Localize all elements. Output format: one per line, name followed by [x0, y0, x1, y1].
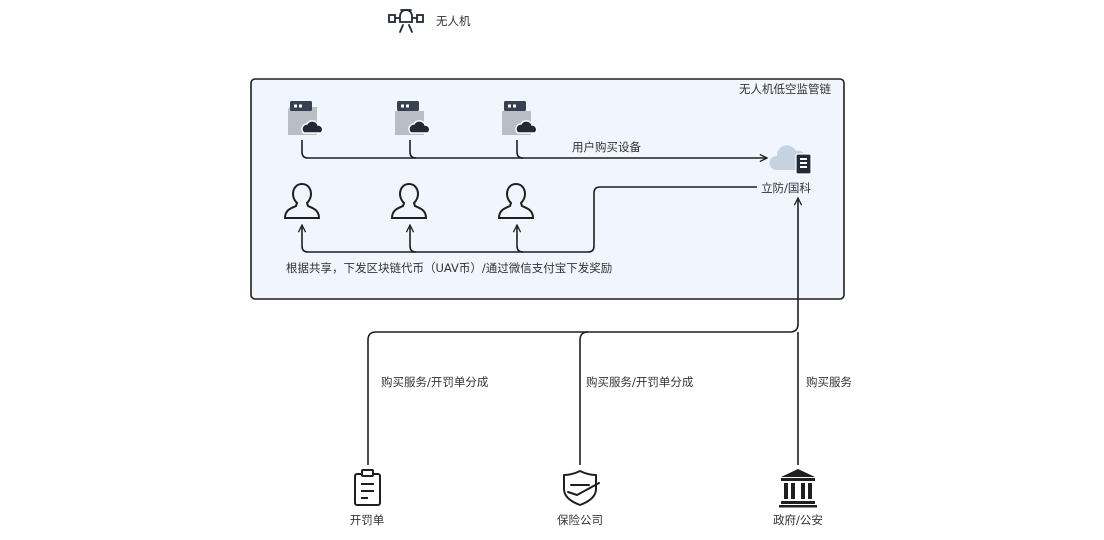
- insurance-shield-icon: [563, 470, 600, 506]
- reward-line-branch: [517, 225, 524, 253]
- service-line-insurance: [579, 331, 589, 465]
- insurance-label: 保险公司: [557, 513, 603, 527]
- drone-icon: [388, 9, 424, 33]
- user-icon: [497, 182, 535, 219]
- provider-label: 立防/国科: [761, 181, 811, 195]
- ticket-document-icon: [354, 469, 381, 506]
- device-cloud-icon: [288, 101, 324, 135]
- gov-label: 政府/公安: [773, 513, 823, 527]
- purchase-line-main: [301, 140, 767, 158]
- insurance-flow-label: 购买服务/开罚单分成: [586, 375, 694, 389]
- ticket-label: 开罚单: [350, 513, 385, 527]
- cloud-server-icon: [769, 145, 812, 175]
- purchase-line-branch: [409, 140, 417, 159]
- device-cloud-icon: [395, 101, 431, 135]
- user-icon: [283, 182, 321, 219]
- government-building-icon: [779, 469, 817, 508]
- service-line-ticket: [367, 198, 798, 465]
- device-cloud-icon: [502, 101, 538, 135]
- reward-line-branch: [410, 225, 417, 253]
- ticket-flow-label: 购买服务/开罚单分成: [381, 375, 489, 389]
- drone-label: 无人机: [436, 14, 471, 28]
- user-icon: [390, 182, 428, 219]
- reward-line-main: [302, 186, 757, 253]
- gov-flow-label: 购买服务: [806, 375, 852, 389]
- panel-title: 无人机低空监管链: [739, 82, 831, 96]
- reward-label: 根据共享，下发区块链代币（UAV币）/通过微信支付宝下发奖励: [286, 261, 612, 275]
- purchase-label: 用户购买设备: [572, 140, 641, 154]
- purchase-line-branch: [516, 140, 524, 159]
